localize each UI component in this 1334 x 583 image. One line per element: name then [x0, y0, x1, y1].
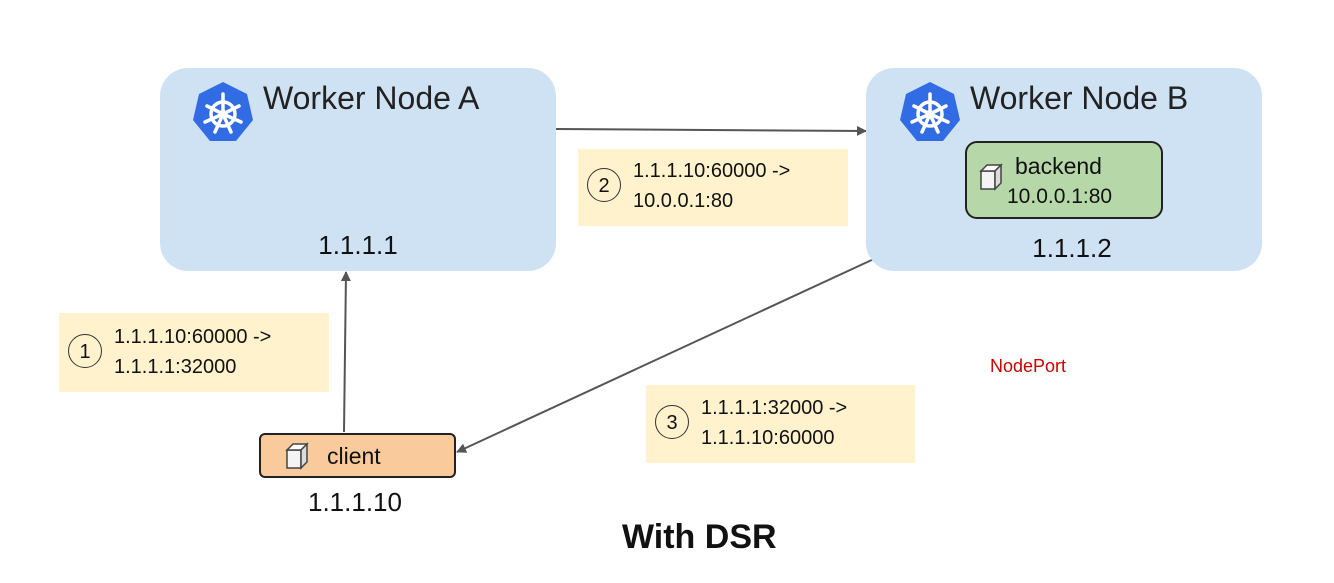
worker-node-b: Worker Node B backend 10.0.0.1:80 1.1.1.… [866, 68, 1262, 271]
step-1-note: 1 1.1.1.10:60000 -> 1.1.1.1:32000 [59, 313, 329, 392]
node-b-ip: 1.1.1.2 [1032, 233, 1112, 263]
client-label: client [327, 443, 381, 469]
container-cube-icon [285, 442, 309, 470]
step-2-note: 2 1.1.1.10:60000 -> 10.0.0.1:80 [578, 149, 848, 226]
diagram-caption: With DSR [622, 518, 777, 556]
node-b-title: Worker Node B [970, 80, 1189, 116]
kubernetes-icon [900, 82, 960, 141]
worker-node-a: Worker Node A 1.1.1.1 [160, 68, 556, 271]
step-3-number: 3 [655, 405, 689, 439]
step-2-line-2: 10.0.0.1:80 [633, 190, 734, 212]
step-3-note: 3 1.1.1.1:32000 -> 1.1.1.10:60000 [646, 385, 915, 463]
step-3-line-1: 1.1.1.1:32000 -> [701, 397, 848, 419]
backend-address: 10.0.0.1:80 [1007, 185, 1113, 208]
client-ip: 1.1.1.10 [308, 487, 402, 517]
arrow-client-to-node-a [340, 271, 351, 433]
step-1-number: 1 [68, 334, 102, 368]
backend-label: backend [1015, 153, 1102, 179]
step-2-line-1: 1.1.1.10:60000 -> [633, 160, 791, 182]
kubernetes-icon [193, 82, 253, 141]
step-1-line-2: 1.1.1.1:32000 [114, 356, 237, 378]
node-a-title: Worker Node A [263, 80, 480, 116]
arrow-node-b-to-client [456, 257, 877, 453]
backend-pod: backend 10.0.0.1:80 [965, 141, 1163, 219]
container-cube-icon [979, 163, 1003, 191]
step-2-number: 2 [587, 168, 621, 202]
step-1-line-1: 1.1.1.10:60000 -> [114, 326, 272, 348]
arrow-node-a-to-node-b [555, 125, 867, 136]
step-3-line-2: 1.1.1.10:60000 [701, 427, 835, 449]
nodeport-label: NodePort [990, 356, 1067, 376]
client-pod: client [259, 433, 456, 478]
node-a-ip: 1.1.1.1 [318, 230, 398, 260]
